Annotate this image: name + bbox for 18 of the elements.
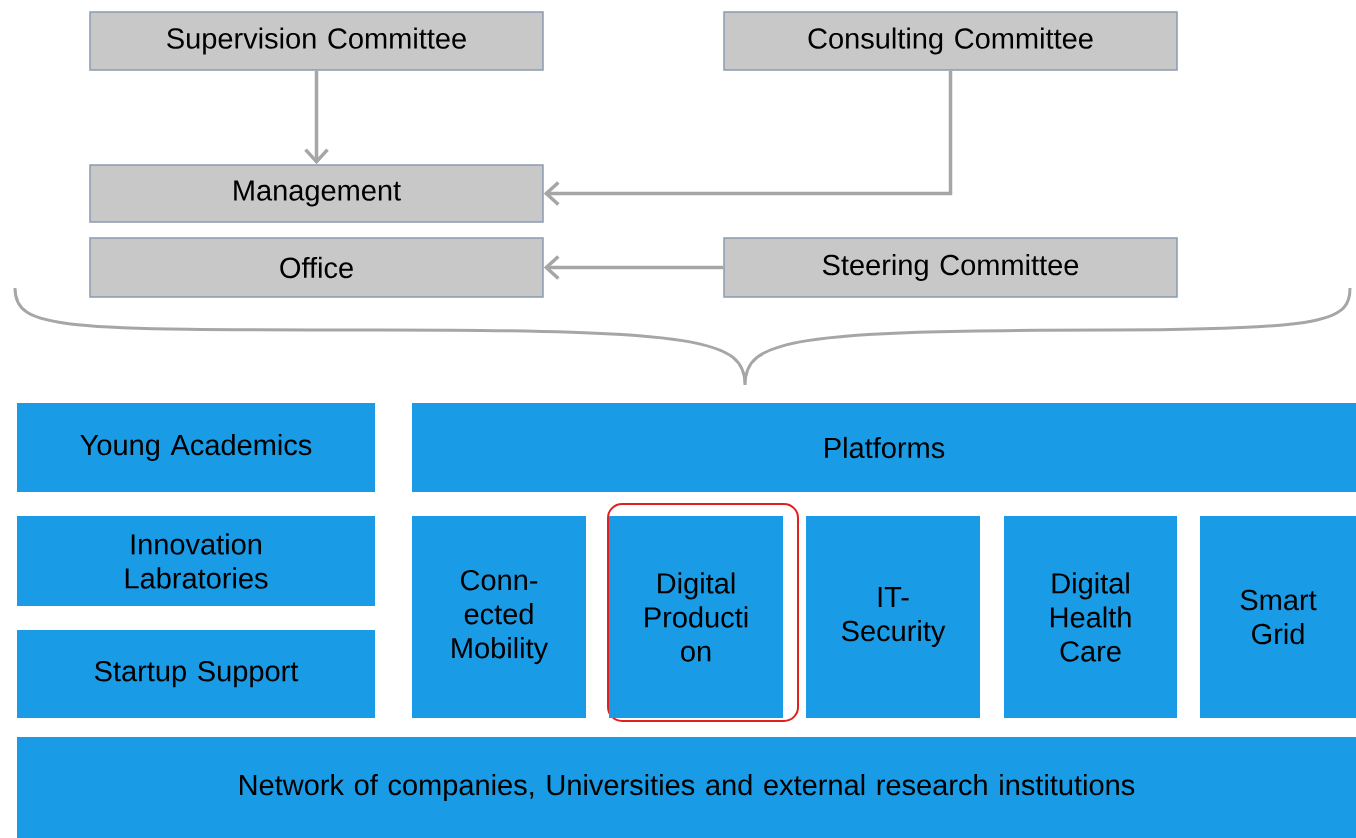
platform-box: Network of companies, Universities and external research institutions bbox=[17, 737, 1356, 838]
platform-box: Digital Producti on bbox=[609, 516, 783, 718]
platform-box: Platforms bbox=[412, 403, 1356, 492]
committee-box: Consulting Committee bbox=[723, 11, 1178, 71]
platform-box: Conn- ected Mobility bbox=[412, 516, 586, 718]
committee-box: Steering Committee bbox=[723, 237, 1178, 298]
platform-box: Innovation Labratories bbox=[17, 516, 375, 606]
platform-box: IT- Security bbox=[806, 516, 980, 718]
platform-box: Young Academics bbox=[17, 403, 375, 492]
platform-box: Startup Support bbox=[17, 630, 375, 718]
arrow bbox=[304, 70, 329, 165]
committee-box: Office bbox=[89, 237, 544, 298]
platform-box: Smart Grid bbox=[1200, 516, 1356, 718]
arrow bbox=[543, 255, 724, 280]
committee-box: Supervision Committee bbox=[89, 11, 544, 71]
arrow bbox=[543, 70, 953, 206]
platform-box: Digital Health Care bbox=[1004, 516, 1177, 718]
committee-box: Management bbox=[89, 164, 544, 223]
